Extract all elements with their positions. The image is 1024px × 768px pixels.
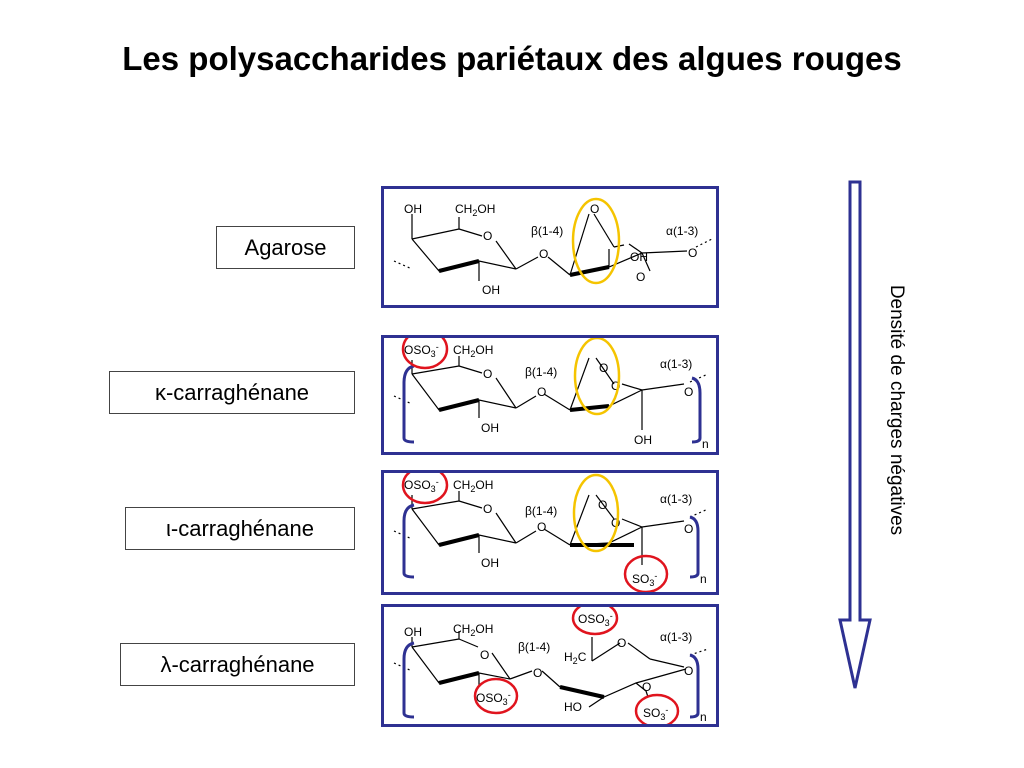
sulfate-highlight [401,473,449,505]
repeat-n: n [702,437,709,451]
ring-oxygen: O [642,680,651,694]
ring-oxygen: O [636,270,645,284]
iota-symbol: ι [166,516,171,541]
oso3-label: OSO3- [404,477,439,494]
oh-label: OH [404,202,422,216]
sulfate-highlight [571,607,619,636]
iota-name: -carraghénane [170,516,314,541]
iota-structure-panel: OSO3- CH2OH O OH O β(1-4) O O O α(1-3) S… [381,470,719,595]
oh-label: OH [630,250,648,264]
alpha-link-label: α(1-3) [666,224,698,238]
so3-label: SO3- [643,705,668,722]
oh-label: OH [481,421,499,435]
ring-oxygen: O [483,367,492,381]
beta-link-label: β(1-4) [525,365,557,379]
h2c-label: H2C [564,650,587,666]
oso3-label: OSO3- [476,690,511,707]
glycosidic-oxygen: O [688,246,697,260]
ring-oxygen: O [611,516,620,530]
kappa-structure-panel: OSO3- CH2OH O OH O β(1-4) O O O α(1-3) O… [381,335,719,455]
ring-oxygen: O [483,502,492,516]
lambda-symbol: λ [160,652,172,677]
ring-oxygen: O [611,379,620,393]
ho-label: HO [564,700,582,714]
sulfate-highlight [634,693,680,724]
kappa-structure-diagram: OSO3- CH2OH O OH O β(1-4) O O O α(1-3) O… [393,338,709,451]
alpha-link-label: α(1-3) [660,492,692,506]
beta-link-label: β(1-4) [518,640,550,654]
sulfate-highlight [623,554,669,592]
sulfate-highlight [473,677,519,715]
glycosidic-oxygen: O [684,385,693,399]
oh-label: OH [482,283,500,297]
oso3-label: OSO3- [404,342,439,359]
glycosidic-oxygen: O [537,520,546,534]
bridge-oxygen: O [599,361,608,375]
oso3-label: OSO3- [578,611,613,628]
kappa-name: -carraghénane [165,380,310,405]
anhydro-bridge-highlight [573,338,621,416]
ch2oh-label: CH2OH [453,343,493,359]
glycosidic-oxygen: O [533,666,542,680]
oh-label: OH [634,433,652,447]
iota-carraghenane-label: ι-carraghénane [125,507,355,550]
page-title: Les polysaccharides pariétaux des algues… [122,40,902,77]
oh-label: OH [404,625,422,639]
kappa-symbol: κ [154,380,166,405]
bridge-oxygen: O [598,498,607,512]
glycosidic-oxygen: O [684,664,693,678]
kappa-carraghenane-label: κ-carraghénane [109,371,355,414]
glycosidic-oxygen: O [539,247,548,261]
alpha-link-label: α(1-3) [660,630,692,644]
lambda-name: -carraghénane [171,652,315,677]
iota-structure-diagram: OSO3- CH2OH O OH O β(1-4) O O O α(1-3) S… [393,473,709,592]
lambda-carraghenane-label: λ-carraghénane [120,643,355,686]
oh-label: OH [481,556,499,570]
ring-oxygen: O [480,648,489,662]
ch2oh-label: CH2OH [455,202,495,218]
so3-label: SO3- [632,571,657,588]
ch2oh-label: CH2OH [453,622,493,638]
alpha-link-label: α(1-3) [660,357,692,371]
repeat-n: n [700,710,707,724]
repeat-n: n [700,572,707,586]
bridge-oxygen: O [590,202,599,216]
anhydro-bridge-highlight [571,197,621,285]
arrow-label: Densité de charges négatives [886,284,907,536]
agarose-label: Agarose [216,226,355,269]
agarose-structure-panel: OH CH2OH O OH O β(1-4) O OH O α(1-3) O [381,186,719,308]
agarose-structure-diagram: OH CH2OH O OH O β(1-4) O OH O α(1-3) O [393,197,713,297]
ring-oxygen: O [617,636,626,650]
lambda-structure-diagram: OH CH2OH O OSO3- O β(1-4) H2C OSO3- O α(… [393,607,709,724]
beta-link-label: β(1-4) [525,504,557,518]
anhydro-bridge-highlight [572,473,620,553]
glycosidic-oxygen: O [684,522,693,536]
beta-link-label: β(1-4) [531,224,563,238]
lambda-structure-panel: OH CH2OH O OSO3- O β(1-4) H2C OSO3- O α(… [381,604,719,727]
sulfate-highlight [401,338,449,370]
agarose-text: Agarose [244,235,327,260]
ring-oxygen: O [483,229,492,243]
glycosidic-oxygen: O [537,385,546,399]
ch2oh-label: CH2OH [453,478,493,494]
down-arrow-icon [838,180,872,689]
